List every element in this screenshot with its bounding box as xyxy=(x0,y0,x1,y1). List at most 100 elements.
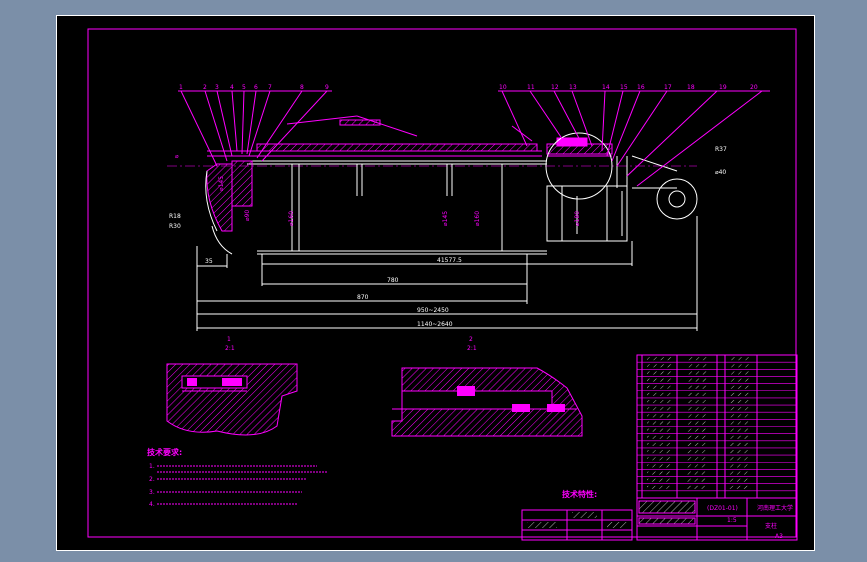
parts-list-code-cell xyxy=(647,485,673,489)
parts-list-material-cell xyxy=(729,442,751,446)
parts-list-code-cell xyxy=(647,371,673,375)
parts-list-code-cell xyxy=(647,378,673,382)
parts-list-material-cell xyxy=(729,414,751,418)
parts-list-name-cell xyxy=(687,364,707,368)
part-no-15: 15 xyxy=(620,84,628,91)
parts-list-material-cell xyxy=(729,371,751,375)
parts-list-name-cell xyxy=(687,378,707,382)
parts-list xyxy=(636,354,798,499)
school-name: 河南理工大学 xyxy=(757,504,793,512)
parts-list-code-cell xyxy=(647,457,673,461)
parts-list-name-cell xyxy=(687,407,707,411)
parts-list-code-cell xyxy=(647,364,673,368)
tech-req-4: 4. xyxy=(149,501,155,508)
dim-35: 35 xyxy=(205,258,213,265)
dim-780: 780 xyxy=(387,277,399,284)
parts-list-material-cell xyxy=(729,407,751,411)
parts-list-name-cell xyxy=(687,400,707,404)
dim-d40: ⌀40 xyxy=(715,169,726,176)
sheet-size: A3 xyxy=(775,533,783,540)
dim-1140: 1140~2640 xyxy=(417,321,453,328)
parts-list-name-cell xyxy=(687,421,707,425)
part-no-18: 18 xyxy=(687,84,695,91)
part-no-2: 2 xyxy=(203,84,207,91)
parts-list-material-cell xyxy=(729,428,751,432)
part-no-9: 9 xyxy=(325,84,329,91)
parts-list-material-cell xyxy=(729,457,751,461)
tech-req-heading: 技术要求: xyxy=(147,447,182,457)
parts-list-code-cell xyxy=(647,400,673,404)
technical-requirements: 技术要求: 1. 2. 3. 4. 技术特性: xyxy=(147,447,597,508)
dim-870: 870 xyxy=(357,294,369,301)
parts-list-material-cell xyxy=(729,400,751,404)
parts-list-code-cell xyxy=(647,442,673,446)
parts-list-material-cell xyxy=(729,450,751,454)
part-no-11: 11 xyxy=(527,84,535,91)
dim-top-diameter: ⌀ xyxy=(175,153,179,160)
dim-950: 950~2450 xyxy=(417,307,449,314)
parts-list-name-cell xyxy=(687,450,707,454)
part-no-14: 14 xyxy=(602,84,610,91)
parts-list-code-cell xyxy=(647,385,673,389)
part-no-7: 7 xyxy=(268,84,272,91)
part-no-16: 16 xyxy=(637,84,645,91)
part-no-12: 12 xyxy=(551,84,559,91)
dim-r37: R37 xyxy=(715,146,727,153)
drawing-number: (DZ01-01) xyxy=(707,505,738,512)
parts-list-name-cell xyxy=(687,357,707,361)
detail-1-label: 1 xyxy=(227,336,231,343)
parts-list-name-cell xyxy=(687,428,707,432)
parts-list-code-cell xyxy=(647,428,673,432)
parts-list-code-cell xyxy=(647,392,673,396)
part-no-20: 20 xyxy=(750,84,758,91)
parts-list-name-cell xyxy=(687,442,707,446)
parts-list-material-cell xyxy=(729,378,751,382)
detail-view-2: 2 2:1 xyxy=(391,336,583,437)
drawing-scale: 1:5 xyxy=(727,517,737,524)
detail-1-scale: 2:1 xyxy=(225,345,235,352)
parts-list-code-cell xyxy=(647,464,673,468)
parts-list-material-cell xyxy=(729,485,751,489)
parts-list-code-cell xyxy=(647,450,673,454)
part-no-5: 5 xyxy=(242,84,246,91)
parts-list-material-cell xyxy=(729,385,751,389)
parts-list-code-cell xyxy=(647,357,673,361)
dim-r30: R30 xyxy=(169,223,181,230)
drawing-frame xyxy=(87,28,797,538)
main-section-view xyxy=(167,115,698,255)
tech-req-1: 1. xyxy=(149,463,155,470)
parts-list-code-cell xyxy=(647,421,673,425)
parts-list-material-cell xyxy=(729,392,751,396)
parts-list-code-cell xyxy=(647,407,673,411)
parts-list-material-cell xyxy=(729,471,751,475)
parts-list-name-cell xyxy=(687,478,707,482)
parts-list-name-cell xyxy=(687,392,707,396)
parts-list-code-cell xyxy=(647,414,673,418)
part-no-1: 1 xyxy=(179,84,183,91)
drawing-name: 支柱 xyxy=(765,522,777,530)
parts-list-name-cell xyxy=(687,371,707,375)
parts-list-name-cell xyxy=(687,385,707,389)
tech-req-2: 2. xyxy=(149,476,155,483)
tech-props-heading: 技术特性: xyxy=(562,489,597,499)
parts-list-name-cell xyxy=(687,464,707,468)
dim-r18: R18 xyxy=(169,213,181,220)
tech-req-3: 3. xyxy=(149,489,155,496)
part-no-4: 4 xyxy=(230,84,234,91)
dim-d-bore: ⌀160 xyxy=(288,211,295,226)
part-no-13: 13 xyxy=(569,84,577,91)
parts-list-material-cell xyxy=(729,357,751,361)
parts-list-material-cell xyxy=(729,478,751,482)
detail-2-scale: 2:1 xyxy=(467,345,477,352)
part-callouts: 1 2 3 4 5 6 7 8 9 10 11 12 13 14 15 16 1… xyxy=(178,84,770,187)
cad-viewport[interactable]: 1 2 3 4 5 6 7 8 9 10 11 12 13 14 15 16 1… xyxy=(56,15,815,551)
title-block: 河南理工大学 支柱 A3 (DZ01-01) 1:5 xyxy=(521,497,798,541)
parts-list-material-cell xyxy=(729,464,751,468)
parts-list-name-cell xyxy=(687,457,707,461)
part-no-3: 3 xyxy=(215,84,219,91)
part-no-17: 17 xyxy=(664,84,672,91)
dimensions: 35 41577.5 780 870 950~2450 1140~2640 R1… xyxy=(169,146,727,331)
detail-view-1: 1 2:1 xyxy=(166,336,298,436)
parts-list-code-cell xyxy=(647,471,673,475)
part-no-8: 8 xyxy=(300,84,304,91)
